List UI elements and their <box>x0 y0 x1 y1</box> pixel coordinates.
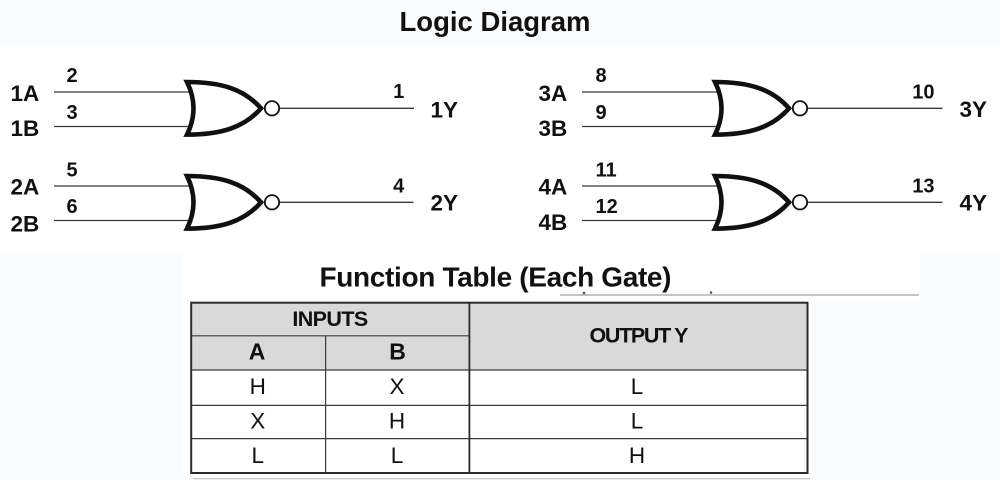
svg-text:L: L <box>251 443 264 468</box>
svg-text:1: 1 <box>393 81 404 103</box>
svg-text:6: 6 <box>67 196 78 218</box>
svg-text:11: 11 <box>596 159 617 181</box>
svg-text:3B: 3B <box>539 116 568 141</box>
svg-text:13: 13 <box>912 175 934 197</box>
svg-text:12: 12 <box>596 196 618 218</box>
svg-text:4B: 4B <box>539 210 568 235</box>
svg-text:L: L <box>631 408 644 433</box>
svg-text:1A: 1A <box>11 81 40 106</box>
svg-text:X: X <box>389 374 404 399</box>
svg-text:OUTPUT Y: OUTPUT Y <box>590 324 689 348</box>
svg-text:2Y: 2Y <box>431 191 459 216</box>
svg-text:B: B <box>389 339 406 365</box>
svg-text:1B: 1B <box>11 116 40 141</box>
svg-text:2B: 2B <box>11 211 40 236</box>
svg-text:X: X <box>250 408 265 433</box>
svg-text:H: H <box>389 408 405 433</box>
svg-text:2A: 2A <box>11 174 40 199</box>
svg-text:A: A <box>249 339 266 365</box>
svg-text:L: L <box>631 374 644 399</box>
svg-text:10: 10 <box>912 82 934 104</box>
svg-text:3A: 3A <box>539 81 568 106</box>
svg-text:L: L <box>391 443 404 468</box>
svg-text:H: H <box>250 374 266 399</box>
svg-text:4Y: 4Y <box>960 191 988 216</box>
svg-text:H: H <box>629 443 645 468</box>
svg-text:Logic Diagram: Logic Diagram <box>399 6 590 37</box>
svg-text:2: 2 <box>67 65 78 87</box>
svg-text:INPUTS: INPUTS <box>292 307 368 331</box>
svg-text:3: 3 <box>67 102 78 124</box>
svg-text:Function Table (Each Gate): Function Table (Each Gate) <box>320 261 672 292</box>
svg-text:9: 9 <box>596 102 607 124</box>
svg-text:3Y: 3Y <box>960 97 988 122</box>
svg-text:4A: 4A <box>539 174 568 199</box>
svg-text:8: 8 <box>596 65 607 87</box>
svg-text:4: 4 <box>393 175 405 197</box>
svg-text:5: 5 <box>67 159 78 181</box>
svg-text:1Y: 1Y <box>431 98 459 123</box>
